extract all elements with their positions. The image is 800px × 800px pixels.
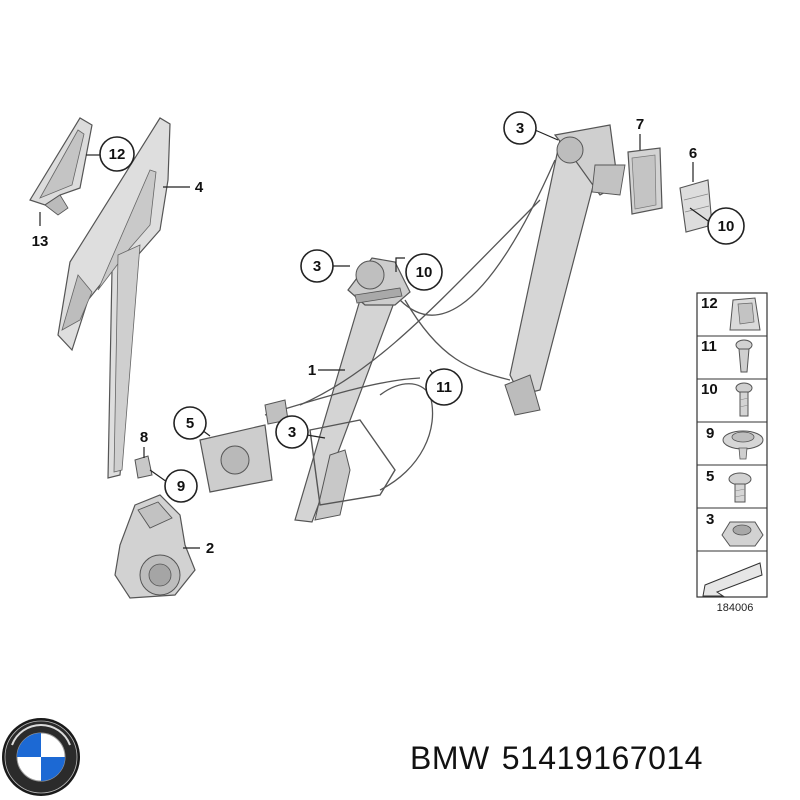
mounting-bracket — [679, 179, 713, 233]
callout-13: 13 — [32, 233, 49, 250]
legend-item-12: 12 — [701, 295, 718, 312]
figure-number: 184006 — [717, 602, 754, 614]
callout-7: 7 — [636, 116, 644, 133]
washer-screw-icon — [722, 430, 764, 460]
callout-5: 5 — [173, 406, 207, 440]
callout-1: 1 — [308, 362, 316, 379]
cable-drum-housing — [199, 399, 289, 493]
bolt-icon — [735, 382, 753, 417]
callout-9: 9 — [164, 469, 198, 503]
svg-text:2: 2 — [206, 540, 214, 557]
control-module — [627, 147, 663, 215]
svg-text:4: 4 — [195, 179, 204, 196]
svg-text:11: 11 — [436, 379, 452, 396]
callout-3-top-right: 3 — [503, 111, 537, 145]
svg-text:8: 8 — [140, 429, 148, 446]
callout-8: 8 — [140, 429, 148, 446]
callout-6: 6 — [689, 145, 697, 162]
svg-text:10: 10 — [718, 218, 735, 235]
part-number: 51419167014 — [501, 740, 703, 776]
brand-name: BMW — [410, 740, 490, 776]
legend-item-5: 5 — [706, 468, 714, 485]
svg-text:13: 13 — [32, 233, 49, 250]
legend-item-11: 11 — [701, 338, 717, 355]
rivet-icon — [735, 339, 753, 373]
callout-2: 2 — [206, 540, 214, 557]
window-motor — [114, 494, 196, 599]
callout-10-center: 10 — [405, 253, 443, 291]
hex-nut-icon — [721, 521, 764, 547]
pointer-arrow-icon — [702, 562, 763, 597]
callout-4: 4 — [195, 179, 204, 196]
svg-text:1: 1 — [308, 362, 316, 379]
grommet — [134, 455, 153, 479]
svg-text:12: 12 — [109, 146, 126, 163]
svg-text:5: 5 — [186, 415, 194, 432]
callout-3-middle: 3 — [275, 415, 309, 449]
svg-text:3: 3 — [288, 424, 296, 441]
svg-text:7: 7 — [636, 116, 644, 133]
callout-11: 11 — [425, 368, 463, 406]
mirror-triangle-trim — [29, 117, 93, 216]
bmw-logo — [2, 718, 80, 796]
clip-icon — [729, 297, 761, 331]
svg-text:6: 6 — [689, 145, 697, 162]
callout-12: 12 — [99, 136, 135, 172]
legend-item-10: 10 — [701, 381, 718, 398]
svg-text:10: 10 — [416, 264, 433, 281]
rear-regulator-rail — [504, 124, 626, 416]
legend-item-3: 3 — [706, 511, 714, 528]
fastener-legend: 12 11 10 9 5 3 — [696, 292, 768, 614]
torx-screw-icon — [728, 472, 752, 503]
window-frame-seal — [57, 117, 171, 479]
callout-3-top-left: 3 — [300, 249, 334, 283]
regulator-cables — [264, 159, 556, 491]
svg-text:3: 3 — [313, 258, 321, 275]
callout-10-right: 10 — [707, 207, 745, 245]
legend-item-9: 9 — [706, 425, 714, 442]
window-regulator-rail — [294, 257, 411, 523]
svg-text:3: 3 — [516, 120, 524, 137]
part-caption: BMW 51419167014 — [410, 740, 715, 777]
svg-text:9: 9 — [177, 478, 185, 495]
